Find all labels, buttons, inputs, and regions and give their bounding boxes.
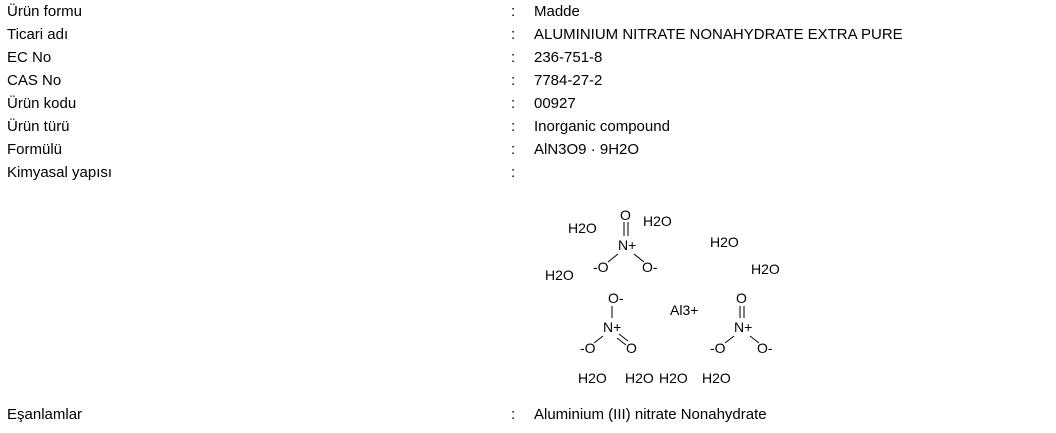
water-molecule: H2O xyxy=(625,370,654,386)
colon: : xyxy=(511,406,516,423)
row-product-code: Ürün kodu : 00927 xyxy=(0,93,1056,115)
value-trade-name: ALUMINIUM NITRATE NONAHYDRATE EXTRA PURE xyxy=(534,26,903,43)
chemical-structure-image: H2O H2O H2O H2O H2O O N+ -O xyxy=(540,200,800,390)
water-label: H2O xyxy=(643,213,672,229)
row-product-type: Ürün türü : Inorganic compound xyxy=(0,116,1056,138)
nitrate-ion-top: O N+ -O O- xyxy=(593,207,658,275)
value-synonyms: Aluminium (III) nitrate Nonahydrate xyxy=(534,406,767,423)
row-chemical-structure: Kimyasal yapısı : xyxy=(0,162,1056,184)
oxygen-label: O xyxy=(620,207,631,223)
label-chemical-structure: Kimyasal yapısı xyxy=(7,164,113,181)
chemical-structure-drawing: H2O H2O H2O H2O H2O O N+ -O xyxy=(545,207,780,386)
single-bond xyxy=(724,335,735,344)
value-cas-number: 7784-27-2 xyxy=(534,72,603,89)
water-molecule: H2O xyxy=(710,234,739,250)
nitrate-ion-right: O N+ -O O- xyxy=(710,290,773,356)
row-cas-number: CAS No : 7784-27-2 xyxy=(0,70,1056,92)
label-cas-number: CAS No xyxy=(7,72,62,89)
water-label: H2O xyxy=(659,370,688,386)
label-formula: Formülü xyxy=(7,141,63,158)
water-molecule: H2O xyxy=(643,213,672,229)
oxygen-label: O xyxy=(736,290,747,306)
colon: : xyxy=(511,118,516,135)
double-bond xyxy=(618,333,629,342)
water-molecule: H2O xyxy=(568,220,597,236)
label-product-type: Ürün türü xyxy=(7,118,70,135)
water-label: H2O xyxy=(545,267,574,283)
row-trade-name: Ticari adı : ALUMINIUM NITRATE NONAHYDRA… xyxy=(0,24,1056,46)
water-label: H2O xyxy=(625,370,654,386)
water-molecule: H2O xyxy=(751,261,780,277)
colon: : xyxy=(511,72,516,89)
single-bond xyxy=(749,335,760,344)
water-label: H2O xyxy=(702,370,731,386)
colon: : xyxy=(511,141,516,158)
row-formula: Formülü : AlN3O9 · 9H2O xyxy=(0,139,1056,161)
label-ec-number: EC No xyxy=(7,49,52,66)
single-bond xyxy=(593,335,604,344)
label-synonyms: Eşanlamlar xyxy=(7,406,83,423)
single-bond xyxy=(633,253,645,263)
nitrogen-label: N+ xyxy=(618,237,636,253)
aluminium-ion-label: Al3+ xyxy=(670,302,698,318)
row-ec-number: EC No : 236-751-8 xyxy=(0,47,1056,69)
value-product-type: Inorganic compound xyxy=(534,118,670,135)
label-product-code: Ürün kodu xyxy=(7,95,77,112)
water-molecule: H2O xyxy=(702,370,731,386)
nitrate-ion-left: O- N+ -O O xyxy=(580,290,637,356)
oxygen-anion-label: O- xyxy=(642,259,658,275)
value-formula: AlN3O9 · 9H2O xyxy=(534,141,640,158)
colon: : xyxy=(511,164,516,181)
colon: : xyxy=(511,49,516,66)
nitrogen-label: N+ xyxy=(603,319,621,335)
single-bond xyxy=(607,253,619,263)
label-product-form: Ürün formu xyxy=(7,3,83,20)
colon: : xyxy=(511,3,516,20)
oxygen-label: O xyxy=(626,340,637,356)
oxygen-anion-label: O- xyxy=(608,290,624,306)
water-label: H2O xyxy=(578,370,607,386)
oxygen-anion-label: O- xyxy=(757,340,773,356)
oxygen-anion-label: -O xyxy=(580,340,596,356)
colon: : xyxy=(511,95,516,112)
water-molecule: H2O xyxy=(659,370,688,386)
value-product-code: 00927 xyxy=(534,95,576,112)
water-molecule: H2O xyxy=(545,267,574,283)
nitrogen-label: N+ xyxy=(734,319,752,335)
oxygen-anion-label: -O xyxy=(710,340,726,356)
double-bond xyxy=(616,337,627,346)
oxygen-anion-label: -O xyxy=(593,259,609,275)
row-synonyms: Eşanlamlar : Aluminium (III) nitrate Non… xyxy=(0,404,1056,426)
value-product-form: Madde xyxy=(534,3,580,20)
label-trade-name: Ticari adı xyxy=(7,26,69,43)
water-label: H2O xyxy=(710,234,739,250)
colon: : xyxy=(511,26,516,43)
row-product-form: Ürün formu : Madde xyxy=(0,1,1056,23)
water-label: H2O xyxy=(568,220,597,236)
value-ec-number: 236-751-8 xyxy=(534,49,603,66)
water-label: H2O xyxy=(751,261,780,277)
water-molecule: H2O xyxy=(578,370,607,386)
